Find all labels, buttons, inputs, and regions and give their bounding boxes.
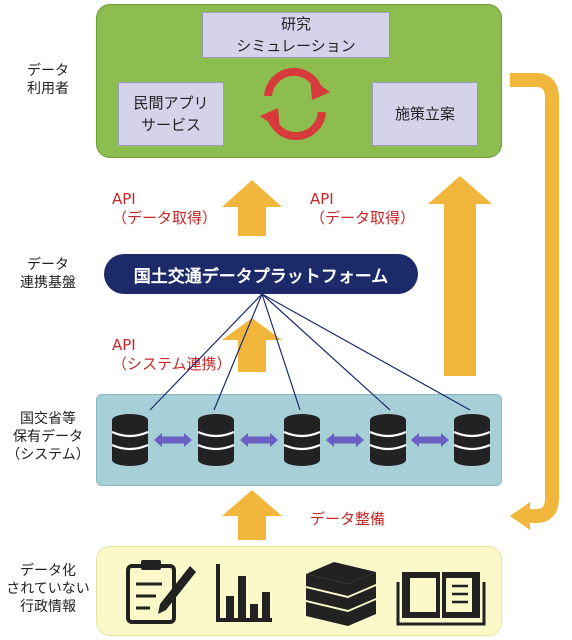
api-data-get-left-label: API （データ取得）	[112, 190, 218, 227]
double-arrow-icon	[411, 433, 449, 447]
up-arrow-right-tall	[428, 176, 492, 376]
refresh-cycle-icon	[260, 67, 330, 141]
data-platform-bar: 国土交通データプラットフォーム	[104, 254, 418, 294]
data-preparation-label: データ整備	[310, 510, 386, 528]
label-data-users: データ 利用者	[27, 63, 69, 97]
books-icon	[306, 562, 376, 626]
database-icon	[452, 412, 492, 468]
private-apps-box: 民間アプリ サービス	[118, 82, 224, 146]
bar-chart-icon	[216, 564, 272, 622]
label-mlit-systems: 国交省等 保有データ （システム）	[6, 411, 90, 463]
policy-making-box: 施策立案	[372, 82, 478, 146]
database-icon	[196, 412, 236, 468]
api-data-get-right-label: API （データ取得）	[310, 190, 416, 227]
database-icon	[282, 412, 322, 468]
research-simulation-box: 研究 シミュレーション	[202, 12, 390, 58]
up-arrow-left	[222, 180, 282, 236]
label-data-platform: データ 連携基盤	[20, 257, 76, 291]
api-system-link-label: API （システム連携）	[112, 336, 232, 373]
up-arrow-data-preparation	[222, 490, 282, 540]
database-icon	[110, 412, 150, 468]
document-pen-icon	[126, 560, 196, 624]
database-icon	[368, 412, 408, 468]
up-arrow-middle	[222, 318, 282, 372]
double-arrow-icon	[240, 433, 278, 447]
return-arrow	[510, 73, 559, 530]
double-arrow-icon	[154, 433, 192, 447]
double-arrow-icon	[326, 433, 364, 447]
label-undigitized-info: データ化 されていない 行政情報	[6, 563, 90, 615]
open-book-icon	[396, 572, 486, 626]
platform-connectors	[149, 293, 471, 411]
